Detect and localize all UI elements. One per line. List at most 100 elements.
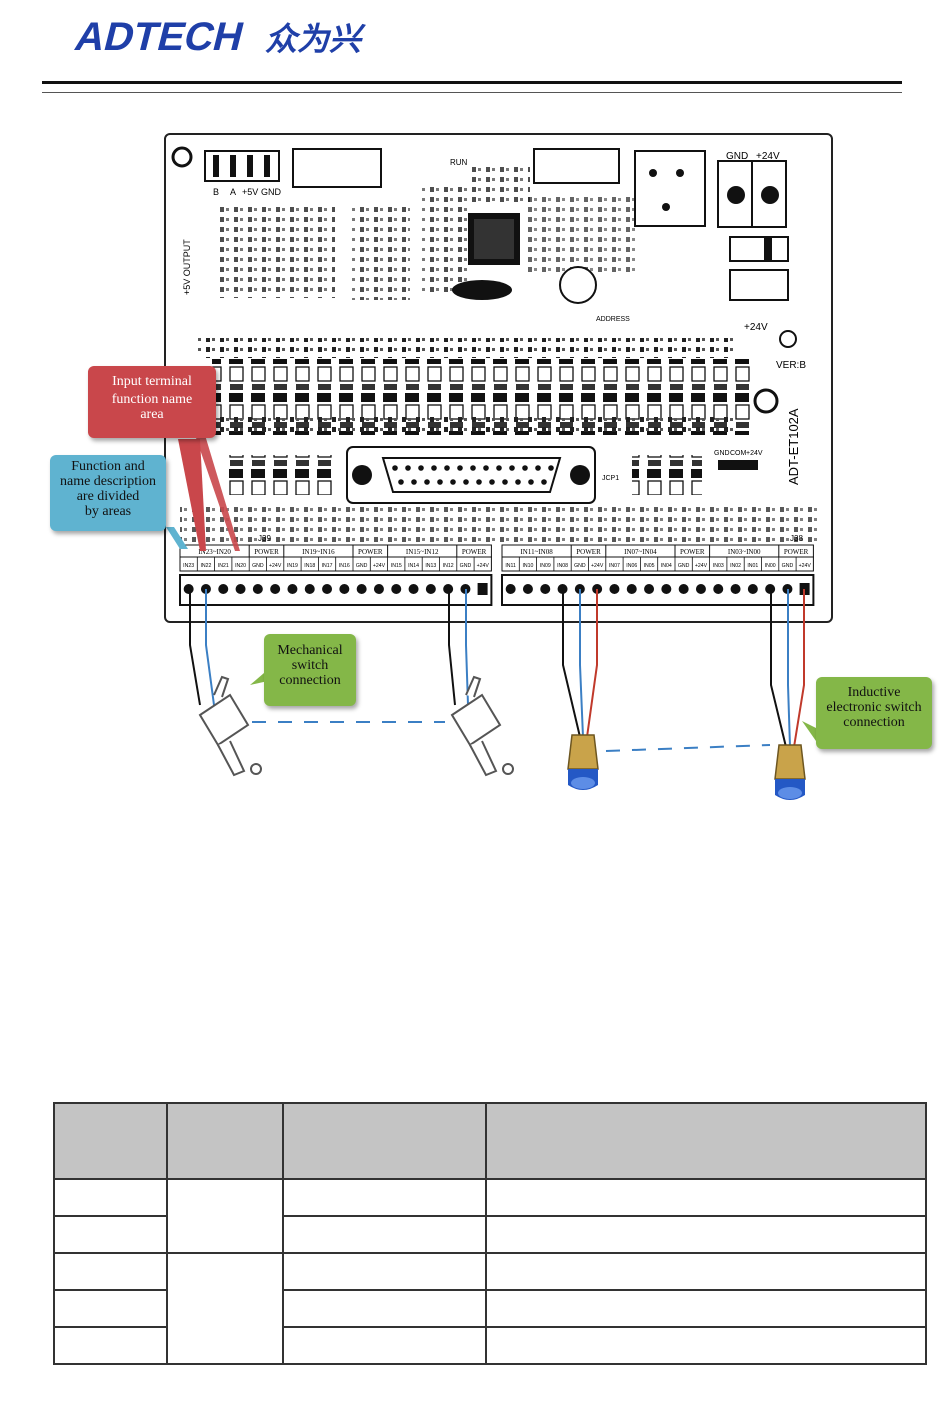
pin-label: GND xyxy=(252,563,264,569)
screw-terminal xyxy=(505,584,516,594)
group-header: POWER xyxy=(680,548,705,556)
diode-d1 xyxy=(729,236,789,262)
mount-hole xyxy=(753,388,779,414)
callout-line: name description xyxy=(59,474,157,489)
screw-terminal xyxy=(661,584,672,594)
table-cell xyxy=(282,1289,487,1328)
pin-label: IN20 xyxy=(235,563,246,569)
callout-line: Mechanical xyxy=(277,643,343,658)
power-led xyxy=(779,330,797,348)
table-cell xyxy=(53,1178,168,1217)
callout-line: Function and xyxy=(71,459,145,474)
screw-terminal-block xyxy=(179,574,493,606)
callout-function-description: Function and name description are divide… xyxy=(50,455,166,531)
mechanical-switch xyxy=(450,675,514,777)
pin-label: GND xyxy=(574,563,586,569)
table-cell xyxy=(53,1252,168,1291)
spec-table xyxy=(53,1102,927,1365)
table-header-cell xyxy=(485,1102,927,1180)
pin-label: IN16 xyxy=(339,563,350,569)
table-cell xyxy=(53,1326,168,1365)
wire-blue xyxy=(205,589,215,706)
table-row xyxy=(53,1252,927,1365)
pin-label: IN05 xyxy=(644,563,655,569)
rs485-pin-a: A xyxy=(230,187,236,197)
screw-terminal xyxy=(408,584,419,594)
logo-wordmark: ADTECH xyxy=(71,14,249,58)
callout-line: connection xyxy=(843,715,905,730)
screw-terminal xyxy=(339,584,350,594)
group-header: POWER xyxy=(784,548,809,556)
pin-label: IN09 xyxy=(540,563,551,569)
group-header: POWER xyxy=(254,548,279,556)
pin-label: +24V xyxy=(799,563,812,569)
smd-cluster xyxy=(526,195,636,275)
pin-label: +24V xyxy=(373,563,386,569)
connector-label: JCP1 xyxy=(602,475,619,482)
table-cell xyxy=(485,1326,927,1365)
pin-label: IN13 xyxy=(425,563,436,569)
mechanical-switch xyxy=(198,675,262,777)
wire-black xyxy=(189,589,201,706)
ic-u1 xyxy=(533,148,620,184)
fuse-f1 xyxy=(729,269,789,301)
output-label: +5V OUTPUT xyxy=(182,239,192,295)
power-24v-label: +24V xyxy=(756,151,780,162)
optocoupler-group xyxy=(225,455,335,495)
j38-label: J38 xyxy=(790,534,803,543)
rs485-pin-gnd: GND xyxy=(261,187,282,197)
callout-input-terminal-area: Input terminal function name area xyxy=(88,366,216,438)
wiring-diagram: B A +5V GND +5V OUTPUT RUN ADDRESS GND +… xyxy=(164,133,833,800)
screw-terminal xyxy=(373,584,384,594)
pin-label: +24V xyxy=(269,563,282,569)
pin-label: IN04 xyxy=(661,563,672,569)
pin-label: IN01 xyxy=(747,563,758,569)
db25-pins xyxy=(392,465,554,485)
wire-black xyxy=(770,589,787,748)
wire-blue xyxy=(579,589,584,738)
pin-label: IN15 xyxy=(391,563,402,569)
screw-terminal xyxy=(235,584,246,594)
pin-label: GND xyxy=(460,563,472,569)
smd-cluster xyxy=(215,203,335,298)
pin-label: IN06 xyxy=(626,563,637,569)
callout-line: are divided xyxy=(76,489,140,504)
callout-inductive-switch: Inductive electronic switch connection xyxy=(816,677,932,749)
pin-label: GND xyxy=(678,563,690,569)
screw-terminal xyxy=(695,584,706,594)
table-header-row xyxy=(53,1102,927,1180)
pin-label: IN00 xyxy=(765,563,776,569)
pin-label: IN19 xyxy=(287,563,298,569)
wire-red xyxy=(793,589,805,748)
version-label: VER:B xyxy=(776,360,806,371)
smd-cluster xyxy=(350,205,410,300)
screw-terminal xyxy=(304,584,315,594)
screw-terminal xyxy=(270,584,281,594)
table-cell xyxy=(53,1289,168,1328)
callout-line: Input terminal xyxy=(112,374,192,389)
table-cell xyxy=(166,1252,284,1365)
smd-row xyxy=(180,503,820,543)
pin-label: IN11 xyxy=(505,563,516,569)
screw-terminal xyxy=(252,584,263,594)
table-row xyxy=(53,1326,927,1365)
group-header: POWER xyxy=(358,548,383,556)
callout-pointer xyxy=(250,673,268,685)
ic-u2 xyxy=(292,148,382,188)
address-label: ADDRESS xyxy=(596,316,630,323)
logo-chinese: 众为兴 xyxy=(263,20,368,57)
screw-terminal xyxy=(287,584,298,594)
address-dial xyxy=(559,266,597,304)
callout-line: Inductive xyxy=(847,685,901,700)
screw-terminal xyxy=(522,584,533,594)
callout-pointer xyxy=(195,435,240,551)
com-label: COM xyxy=(730,450,747,457)
callout-pointer xyxy=(178,439,206,551)
group-header: IN19~IN16 xyxy=(302,548,335,556)
screw-terminal xyxy=(747,584,758,594)
screw-terminal xyxy=(609,584,620,594)
pin-label: IN18 xyxy=(304,563,315,569)
wire-red xyxy=(586,589,598,738)
table-header-cell xyxy=(166,1102,284,1180)
pin-label: IN08 xyxy=(557,563,568,569)
